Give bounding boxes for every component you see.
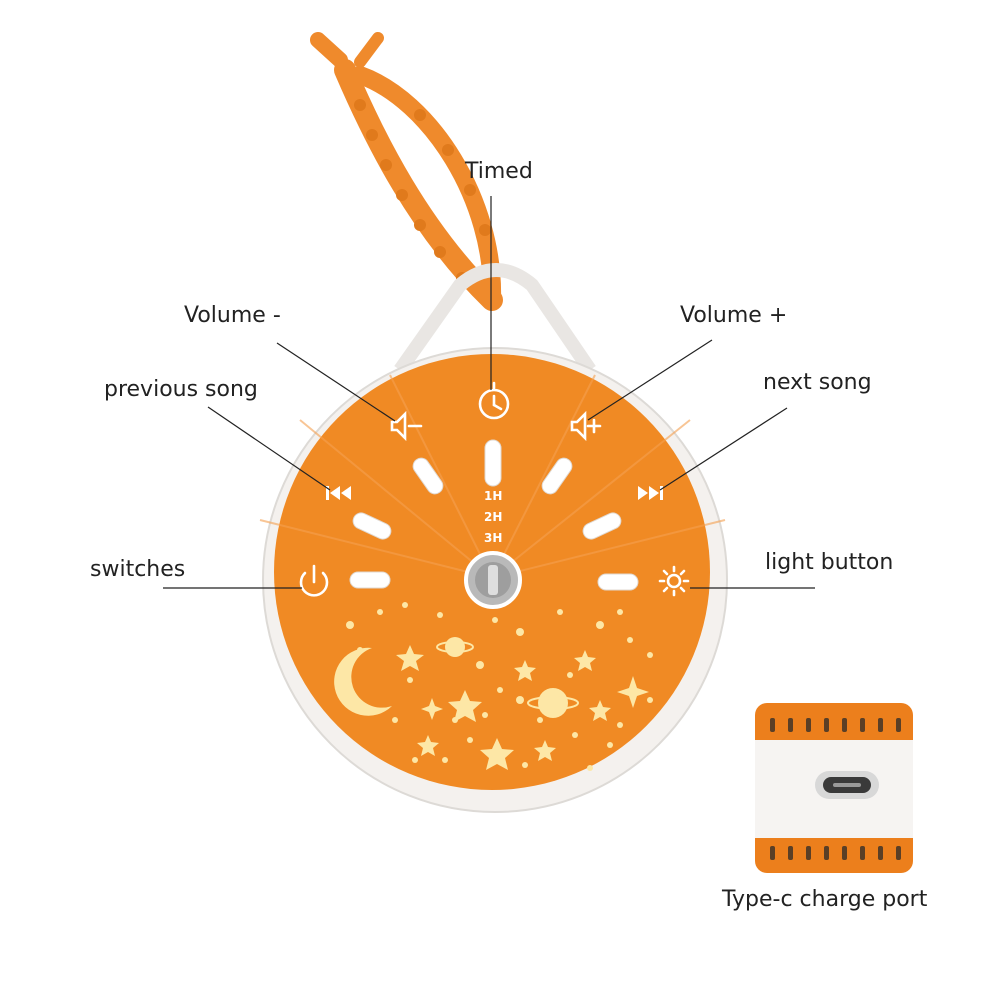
- next-track-icon[interactable]: [638, 486, 663, 500]
- timer-option-2h: 2H: [484, 510, 502, 524]
- center-knob[interactable]: [464, 551, 522, 609]
- label-charge-port: Type-c charge port: [722, 887, 928, 912]
- hanging-loop: [394, 263, 596, 375]
- indicator-light: [597, 573, 639, 591]
- timer-option-1h: 1H: [484, 489, 502, 503]
- power-icon[interactable]: [299, 564, 329, 597]
- star-icon: [417, 735, 439, 756]
- star-icon: [574, 650, 596, 671]
- indicator-volume-down: [412, 457, 444, 495]
- label-switches: switches: [90, 557, 186, 582]
- charge-port-inset: [755, 703, 913, 873]
- indicator-previous: [352, 512, 392, 540]
- timer-option-3h: 3H: [484, 531, 502, 545]
- planet-icon: [436, 637, 474, 657]
- indicator-volume-up: [541, 457, 573, 495]
- sun-icon[interactable]: [658, 565, 690, 597]
- label-timed: Timed: [465, 159, 533, 184]
- label-previous-song: previous song: [104, 377, 258, 402]
- usb-c-port-icon[interactable]: [815, 771, 879, 799]
- face-segments: [259, 374, 726, 579]
- star-icon: [617, 676, 649, 708]
- star-icon: [421, 698, 443, 720]
- indicator-lights: [349, 439, 639, 591]
- planet-icon: [527, 688, 579, 718]
- indicator-power: [349, 571, 391, 589]
- label-volume-plus: Volume +: [680, 303, 788, 328]
- label-volume-minus: Volume -: [184, 303, 281, 328]
- star-icon: [448, 690, 482, 722]
- star-icon: [534, 740, 556, 761]
- starry-sky-pattern: [334, 602, 653, 771]
- indicator-timer: [484, 439, 502, 487]
- timer-icon[interactable]: [478, 381, 510, 420]
- star-icon: [514, 660, 536, 681]
- star-icon: [480, 738, 514, 770]
- callout-lines: [163, 196, 815, 589]
- label-next-song: next song: [763, 370, 872, 395]
- moon-icon: [334, 647, 392, 716]
- indicator-next: [582, 512, 622, 540]
- volume-down-icon[interactable]: [390, 410, 423, 442]
- label-light-button: light button: [765, 550, 894, 575]
- star-icon: [589, 700, 611, 721]
- volume-up-icon[interactable]: [570, 410, 602, 442]
- previous-track-icon[interactable]: [326, 486, 351, 500]
- star-icon: [396, 645, 424, 671]
